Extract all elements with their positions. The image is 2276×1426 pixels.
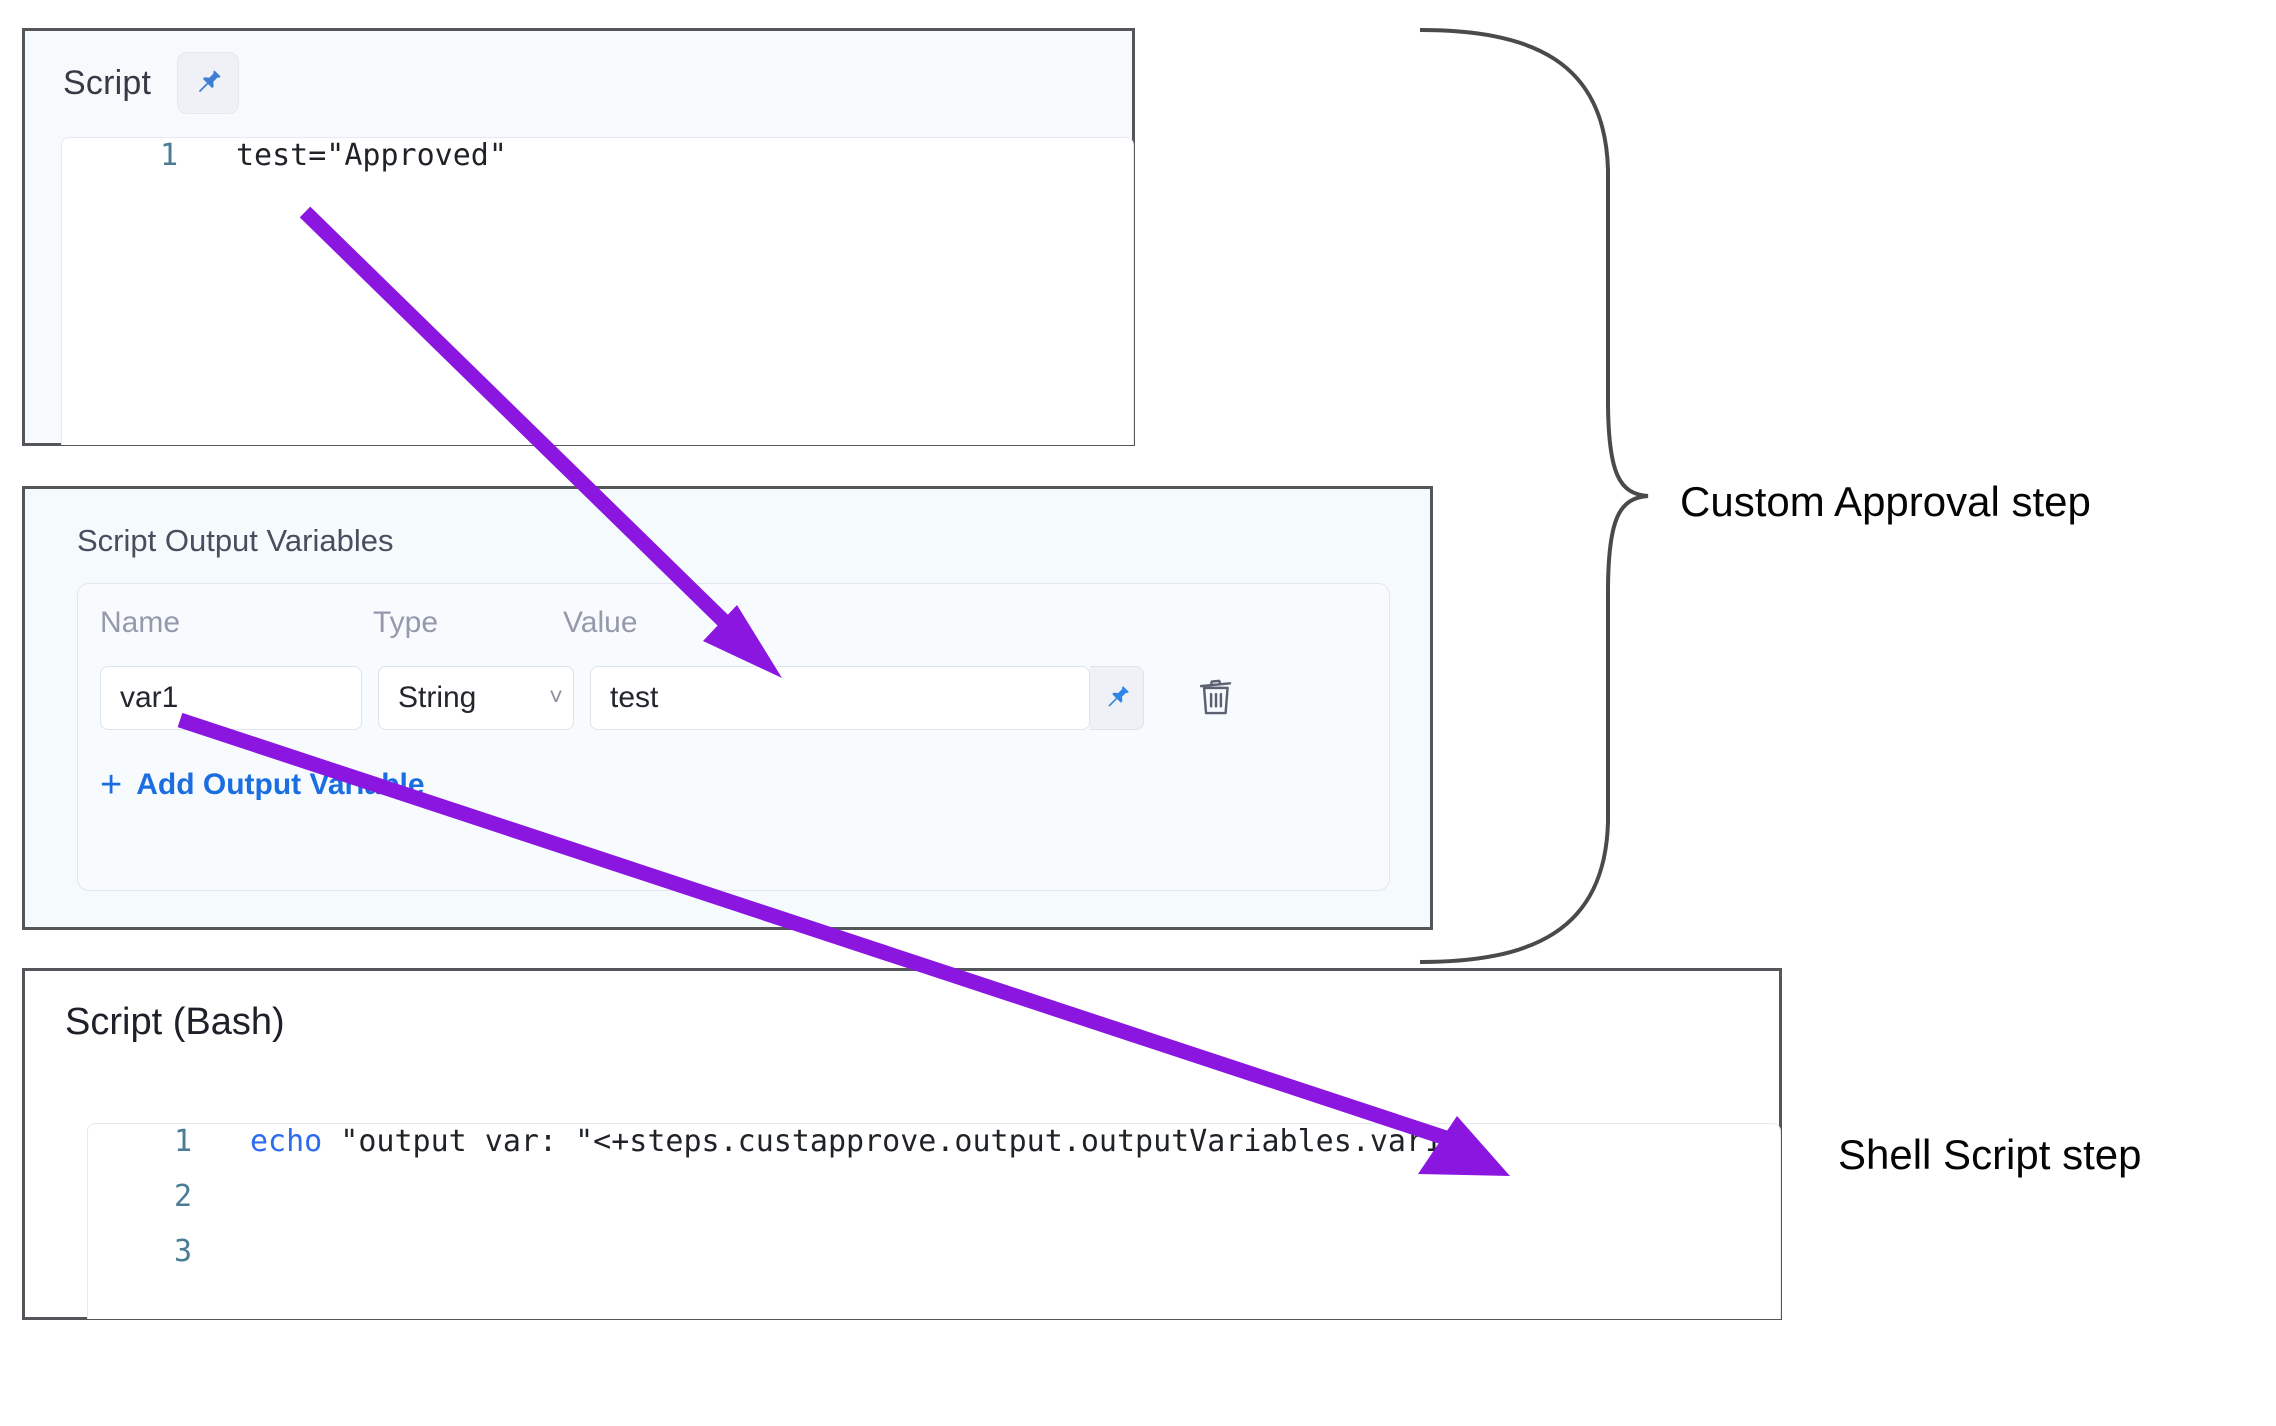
column-header-value: Value xyxy=(563,606,638,639)
code-text: test="Approved" xyxy=(236,138,507,173)
line-number: 2 xyxy=(173,1179,192,1214)
add-output-variable-label: Add Output Variable xyxy=(136,768,425,801)
pushpin-icon-button[interactable] xyxy=(177,52,240,114)
variable-type-select[interactable]: String ˅ xyxy=(378,666,574,730)
annotation-shell-script-step: Shell Script step xyxy=(1838,1131,2142,1178)
table-row: var1 String ˅ test xyxy=(100,666,1389,734)
value-pushpin-icon-button[interactable] xyxy=(1090,666,1144,730)
plus-icon: + xyxy=(100,764,123,806)
code-line: 2 xyxy=(88,1179,1780,1234)
code-line: 1 echo "output var: "<+steps.custapprove… xyxy=(88,1124,1780,1179)
script-card: Script 1 test="Approved" xyxy=(22,28,1135,446)
trash-icon xyxy=(1199,679,1232,715)
column-header-type: Type xyxy=(373,606,439,639)
shell-script-card: Script (Bash) 1 echo "output var: "<+ste… xyxy=(22,968,1782,1320)
code-line: 1 test="Approved" xyxy=(62,138,1133,192)
code-keyword: echo xyxy=(250,1124,323,1159)
script-output-variables-card: Script Output Variables Name Type Value … xyxy=(22,486,1433,930)
section-title: Script Output Variables xyxy=(77,523,394,558)
bash-script-title: Script (Bash) xyxy=(65,1001,285,1043)
line-number: 3 xyxy=(173,1234,192,1269)
delete-variable-button[interactable] xyxy=(1186,668,1246,728)
code-line: 3 xyxy=(88,1234,1780,1289)
script-code-editor[interactable]: 1 test="Approved" xyxy=(61,137,1134,445)
variable-type-value: String xyxy=(398,681,477,714)
bash-code-editor[interactable]: 1 echo "output var: "<+steps.custapprove… xyxy=(87,1123,1781,1319)
page-title: Script xyxy=(63,63,152,102)
variable-name-input[interactable]: var1 xyxy=(100,666,362,730)
line-number: 1 xyxy=(173,1124,192,1159)
script-card-header: Script xyxy=(25,31,1132,114)
line-number: 1 xyxy=(159,138,178,173)
pushpin-icon xyxy=(198,70,221,93)
curly-brace xyxy=(1419,28,1649,964)
column-headers: Name Type Value xyxy=(78,606,1389,646)
annotation-custom-approval-step: Custom Approval step xyxy=(1680,478,2091,525)
column-header-name: Name xyxy=(100,606,181,639)
variable-value-input[interactable]: test xyxy=(590,666,1090,730)
output-variables-panel: Name Type Value var1 String ˅ test xyxy=(77,583,1390,891)
code-text: "output var: "<+steps.custapprove.output… xyxy=(322,1124,1461,1159)
pushpin-icon xyxy=(1107,686,1129,707)
chevron-down-icon: ˅ xyxy=(548,684,563,711)
add-output-variable-button[interactable]: + Add Output Variable xyxy=(100,766,425,804)
